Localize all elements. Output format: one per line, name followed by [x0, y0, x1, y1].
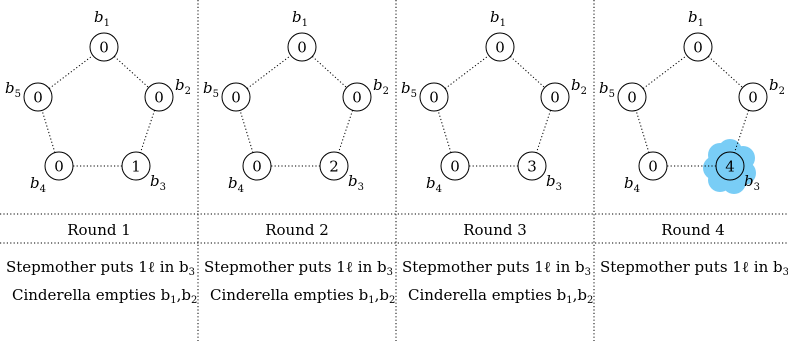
round-2-cinderella-action: Cinderella empties b1,b2	[210, 286, 396, 306]
bucket-b2	[540, 82, 570, 112]
bucket-b2	[738, 82, 768, 112]
bucket-label-b1: b1	[94, 8, 110, 29]
bucket-label-b3: b3	[546, 172, 562, 193]
bucket-label-b1: b1	[490, 8, 506, 29]
round-2-label: Round 2	[265, 221, 329, 239]
round-2-pentagon: 0 b1 0 b2 2 b3 0 b4 0 b5	[203, 8, 389, 195]
pentagon-edge	[510, 56, 545, 88]
bucket-b3	[121, 151, 151, 181]
bucket-label-b2: b2	[175, 76, 191, 97]
bucket-label-b3: b3	[348, 172, 364, 193]
pentagon-edge	[444, 55, 490, 89]
bucket-b4-value: 0	[252, 158, 262, 176]
bucket-b5-value: 0	[429, 89, 439, 107]
bucket-b2-value: 0	[550, 89, 560, 107]
bucket-b5	[419, 82, 449, 112]
bucket-label-b5: b5	[599, 79, 615, 100]
bucket-b5-value: 0	[33, 89, 43, 107]
bucket-b4	[440, 151, 470, 181]
bucket-b4-value: 0	[54, 158, 64, 176]
bucket-b1-value: 0	[99, 39, 109, 57]
bucket-b3	[715, 151, 745, 181]
pentagon-edge	[437, 110, 452, 153]
round-1-pentagon: 0 b1 0 b2 1 b3 0 b4 0 b5	[5, 8, 191, 195]
pentagon-edge	[635, 110, 650, 153]
bucket-label-b2: b2	[373, 76, 389, 97]
bucket-b3	[517, 151, 547, 181]
bucket-label-b3: b3	[150, 172, 166, 193]
round-4-stepmother-action: Stepmother puts 1ℓ in b3	[600, 258, 788, 278]
round-1-cinderella-action: Cinderella empties b1,b2	[12, 286, 198, 306]
bucket-label-b4: b4	[624, 174, 640, 195]
bucket-label-b2: b2	[769, 76, 785, 97]
bucket-label-b5: b5	[203, 79, 219, 100]
round-4-pentagon: 0 b1 0 b2 4 b3 0 b4 0 b5	[599, 8, 785, 195]
bucket-label-b2: b2	[571, 76, 587, 97]
pentagon-edge	[642, 55, 688, 89]
pentagon-edge	[535, 110, 552, 153]
bucket-b4	[242, 151, 272, 181]
bucket-b3-value: 1	[131, 158, 141, 176]
round-1-stepmother-action: Stepmother puts 1ℓ in b3	[6, 258, 195, 278]
bucket-b4	[44, 151, 74, 181]
bucket-b3-value: 2	[329, 158, 339, 176]
pentagon-edge	[708, 56, 743, 88]
bucket-b2	[144, 82, 174, 112]
bucket-b1	[89, 32, 119, 62]
pentagon-edge	[41, 110, 56, 153]
bucket-b3	[319, 151, 349, 181]
bucket-b5-value: 0	[231, 89, 241, 107]
bucket-b2-value: 0	[352, 89, 362, 107]
bucket-b1-value: 0	[693, 39, 703, 57]
pentagon-edge	[337, 110, 354, 153]
round-3-cinderella-action: Cinderella empties b1,b2	[408, 286, 594, 306]
bucket-b1	[287, 32, 317, 62]
bucket-b5	[221, 82, 251, 112]
pentagon-edge	[239, 110, 254, 153]
round-1-label: Round 1	[67, 221, 131, 239]
bucket-b3-value: 3	[527, 158, 537, 176]
bucket-label-b4: b4	[30, 174, 46, 195]
bucket-b1-value: 0	[297, 39, 307, 57]
bucket-b5	[23, 82, 53, 112]
bucket-label-b3: b3	[744, 172, 760, 193]
bucket-b5	[617, 82, 647, 112]
bucket-b1-value: 0	[495, 39, 505, 57]
bucket-b3-value: 4	[725, 158, 735, 176]
bucket-b1	[485, 32, 515, 62]
round-4-label: Round 4	[661, 221, 725, 239]
round-3-label: Round 3	[463, 221, 527, 239]
pentagon-edge	[246, 55, 292, 89]
pentagon-edge	[733, 110, 750, 153]
pentagon-edge	[312, 56, 347, 88]
bucket-label-b5: b5	[401, 79, 417, 100]
pentagon-edge	[48, 55, 94, 89]
bucket-b4-value: 0	[648, 158, 658, 176]
bucket-b4-value: 0	[450, 158, 460, 176]
bucket-b1	[683, 32, 713, 62]
pentagon-edge	[139, 110, 156, 153]
bucket-label-b4: b4	[426, 174, 442, 195]
bucket-label-b1: b1	[292, 8, 308, 29]
bucket-label-b1: b1	[688, 8, 704, 29]
bucket-b4	[638, 151, 668, 181]
bucket-label-b4: b4	[228, 174, 244, 195]
bucket-b5-value: 0	[627, 89, 637, 107]
bucket-b2	[342, 82, 372, 112]
round-2-stepmother-action: Stepmother puts 1ℓ in b3	[204, 258, 393, 278]
bucket-label-b5: b5	[5, 79, 21, 100]
round-3-stepmother-action: Stepmother puts 1ℓ in b3	[402, 258, 591, 278]
pentagon-edge	[114, 56, 149, 88]
bucket-b2-value: 0	[154, 89, 164, 107]
round-3-pentagon: 0 b1 0 b2 3 b3 0 b4 0 b5	[401, 8, 587, 195]
bucket-b2-value: 0	[748, 89, 758, 107]
overflow-splash	[703, 139, 756, 194]
